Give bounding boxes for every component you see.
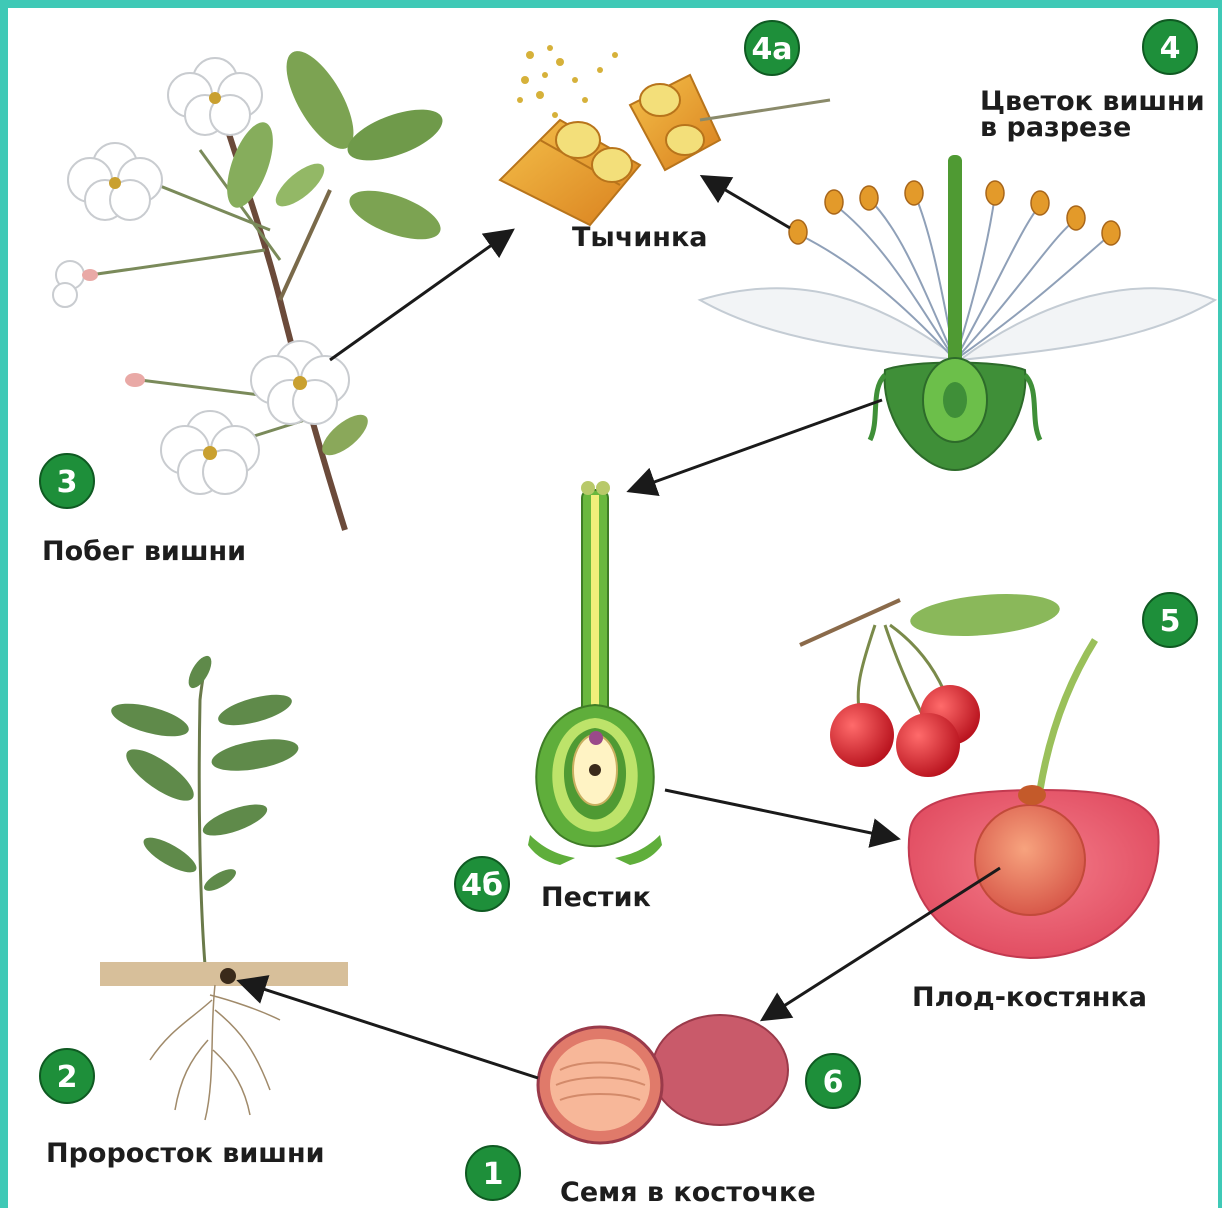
svg-text:5: 5 <box>1160 604 1181 639</box>
label-seed: Семя в косточке <box>560 1177 816 1208</box>
label-shoot: Побег вишни <box>42 536 246 567</box>
label-drupe: Плод-костянка <box>912 982 1147 1013</box>
badge-4a: 4а <box>745 21 799 75</box>
badge-6: 6 <box>806 1054 860 1108</box>
svg-text:3: 3 <box>57 465 78 500</box>
svg-text:4б: 4б <box>461 868 503 903</box>
label-pistil: Пестик <box>541 882 651 913</box>
badge-4b: 4б <box>455 857 509 911</box>
svg-text:4: 4 <box>1160 31 1181 66</box>
svg-text:1: 1 <box>483 1157 504 1192</box>
badge-2: 2 <box>40 1049 94 1103</box>
svg-text:2: 2 <box>57 1060 78 1095</box>
label-flower-section-line2: в разрезе <box>980 112 1131 143</box>
label-stamen: Тычинка <box>572 222 708 253</box>
badge-5: 5 <box>1143 593 1197 647</box>
svg-text:4а: 4а <box>751 32 792 67</box>
badge-1: 1 <box>466 1146 520 1200</box>
label-sprout: Проросток вишни <box>46 1138 325 1169</box>
badge-4: 4 <box>1143 20 1197 74</box>
badge-3: 3 <box>40 454 94 508</box>
svg-text:6: 6 <box>823 1065 844 1100</box>
